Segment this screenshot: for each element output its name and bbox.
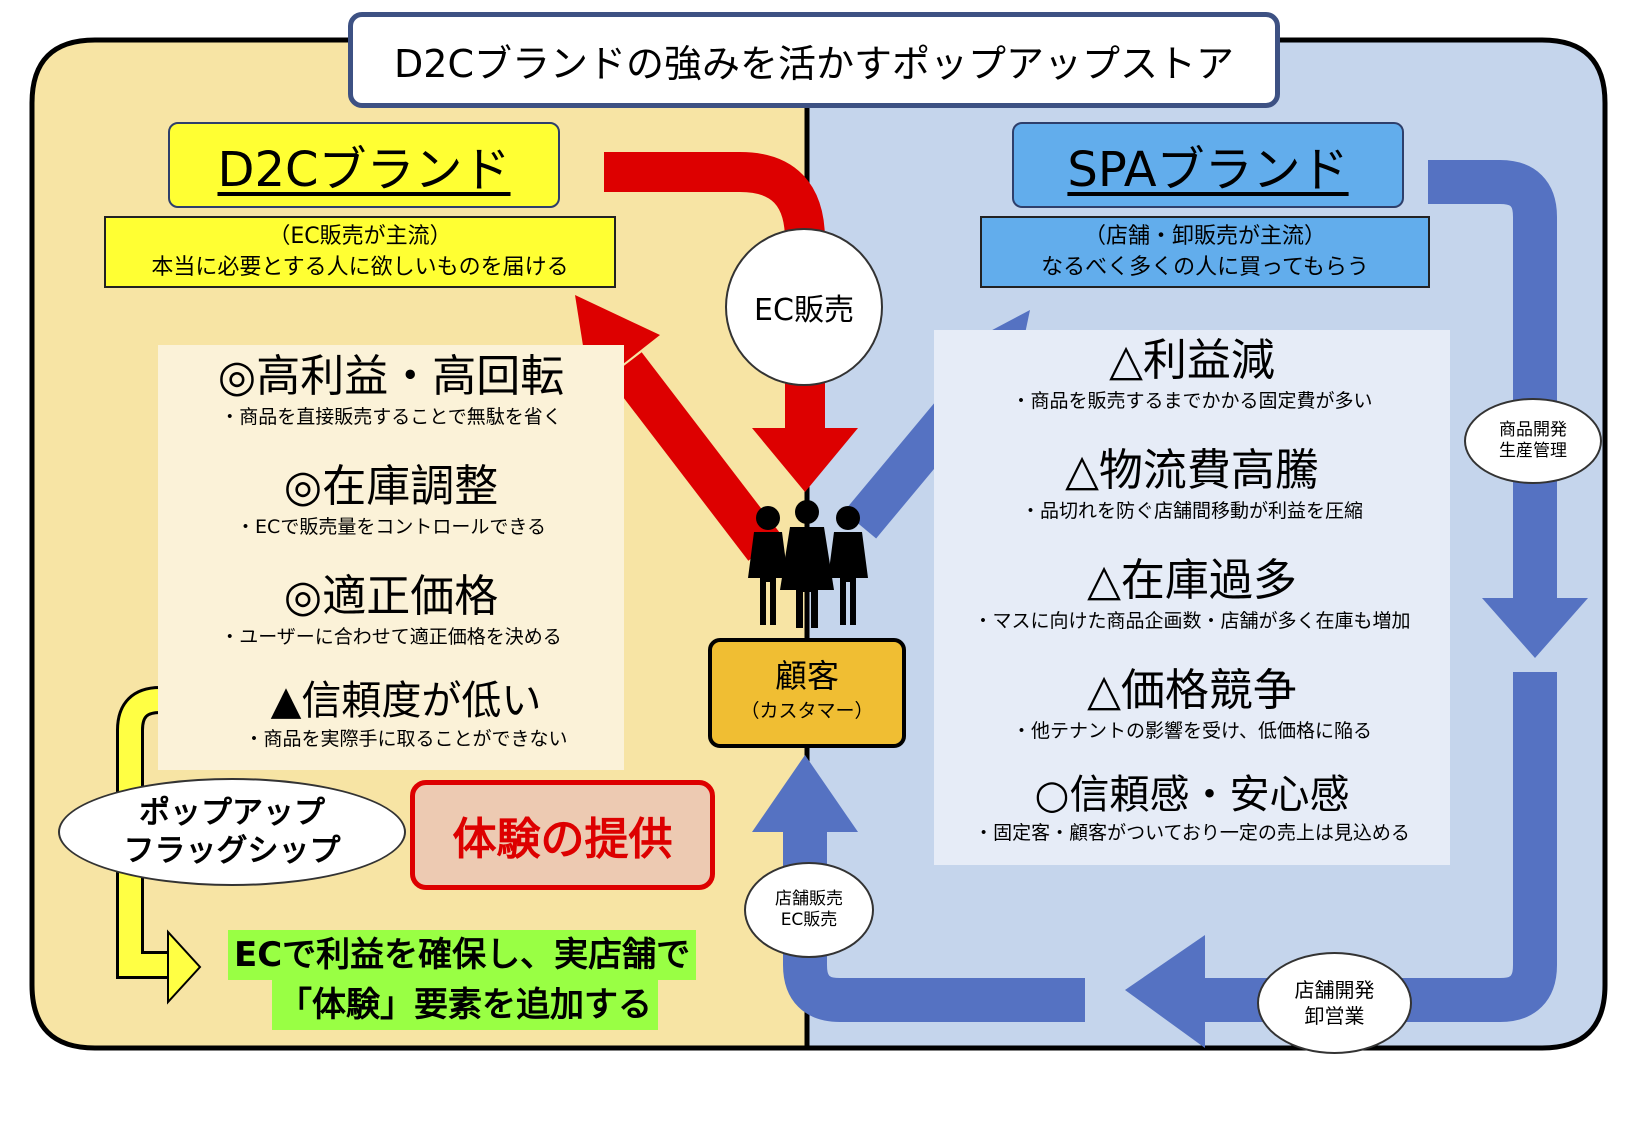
spa-item-head: △利益減 [1109, 335, 1275, 386]
spa-subtitle: （店舗・卸販売が主流） なるべく多くの人に買ってもらう [980, 216, 1430, 288]
store-dev-line1: 店舗開発 [1294, 978, 1375, 1002]
blue-loop-arrow-bottom [1200, 672, 1557, 1022]
d2c-strengths-panel [158, 345, 624, 770]
d2c-item-3: ◎適正価格 ・ユーザーに合わせて適正価格を決める [158, 570, 624, 650]
blue-loop-arrow-left [783, 830, 1085, 1022]
red-diagonal-arrow [608, 352, 782, 561]
spa-item-desc: ・品切れを防ぐ店舗間移動が利益を圧縮 [1020, 500, 1363, 522]
product-dev-ellipse: 商品開発 生産管理 [1464, 398, 1602, 484]
d2c-item-desc: ・ECで販売量をコントロールできる [236, 516, 546, 538]
spa-item-1: △利益減 ・商品を販売するまでかかる固定費が多い [934, 334, 1450, 414]
spa-item-head: △物流費高騰 [1065, 445, 1319, 496]
popup-line2: フラッグシップ [123, 833, 341, 869]
spa-subtitle-line2: なるべく多くの人に買ってもらう [1041, 255, 1369, 280]
spa-item-4: △価格競争 ・他テナントの影響を受け、低価格に陥る [934, 664, 1450, 744]
d2c-item-desc: ・商品を実際手に取ることができない [244, 728, 568, 750]
d2c-item-desc: ・ユーザーに合わせて適正価格を決める [220, 626, 562, 648]
page-title: D2Cブランドの強みを活かすポップアップストア [348, 12, 1280, 108]
d2c-item-head: ▲信頼度が低い [270, 678, 542, 724]
d2c-item-head: ◎適正価格 [283, 571, 499, 622]
d2c-item-desc: ・商品を直接販売することで無駄を省く [220, 406, 562, 428]
store-dev-line2: 卸営業 [1304, 1004, 1365, 1028]
customer-box: 顧客 （カスタマー） [708, 638, 906, 748]
spa-item-head: △価格競争 [1087, 665, 1297, 716]
spa-item-desc: ・固定客・顧客がついており一定の売上は見込める [974, 822, 1410, 844]
popup-flagship-ellipse: ポップアップ フラッグシップ [58, 778, 406, 886]
blue-loop-arrow-top [1428, 160, 1557, 600]
spa-item-2: △物流費高騰 ・品切れを防ぐ店舗間移動が利益を圧縮 [934, 444, 1450, 524]
spa-item-desc: ・商品を販売するまでかかる固定費が多い [1011, 390, 1373, 412]
conclusion-line1: ECで利益を確保し、実店舗で [228, 930, 697, 980]
d2c-item-4: ▲信頼度が低い ・商品を実際手に取ることができない [188, 676, 624, 752]
product-dev-line2: 生産管理 [1499, 441, 1567, 461]
customer-sublabel: （カスタマー） [740, 700, 874, 722]
spa-weaknesses-panel [934, 330, 1450, 865]
d2c-item-1: ◎高利益・高回転 ・商品を直接販売することで無駄を省く [158, 350, 624, 430]
d2c-item-2: ◎在庫調整 ・ECで販売量をコントロールできる [158, 460, 624, 540]
popup-line1: ポップアップ [139, 795, 325, 831]
conclusion-line2: 「体験」要素を追加する [272, 980, 658, 1030]
d2c-subtitle: （EC販売が主流） 本当に必要とする人に欲しいものを届ける [104, 216, 616, 288]
d2c-brand-label: D2Cブランド [168, 122, 560, 208]
product-dev-line1: 商品開発 [1499, 420, 1567, 440]
spa-item-head: △在庫過多 [1087, 555, 1297, 606]
d2c-item-head: ◎高利益・高回転 [217, 351, 565, 402]
experience-box: 体験の提供 [410, 780, 715, 890]
store-sales-line2: EC販売 [780, 910, 838, 930]
d2c-subtitle-line1: （EC販売が主流） [268, 224, 452, 249]
ec-sales-circle: EC販売 [725, 228, 883, 386]
d2c-item-head: ◎在庫調整 [283, 461, 499, 512]
spa-item-5: ○信頼感・安心感 ・固定客・顧客がついており一定の売上は見込める [934, 770, 1450, 846]
spa-item-head: ○信頼感・安心感 [1034, 772, 1350, 818]
customer-label: 顧客 [774, 657, 839, 695]
store-sales-line1: 店舗販売 [775, 889, 843, 909]
store-sales-ellipse: 店舗販売 EC販売 [744, 862, 874, 958]
spa-item-3: △在庫過多 ・マスに向けた商品企画数・店舗が多く在庫も増加 [934, 554, 1450, 634]
spa-subtitle-line1: （店舗・卸販売が主流） [1083, 224, 1326, 249]
store-dev-ellipse: 店舗開発 卸営業 [1257, 952, 1412, 1054]
people-icon [748, 500, 868, 628]
spa-item-desc: ・マスに向けた商品企画数・店舗が多く在庫も増加 [973, 610, 1411, 632]
spa-item-desc: ・他テナントの影響を受け、低価格に陥る [1011, 720, 1373, 742]
d2c-subtitle-line2: 本当に必要とする人に欲しいものを届ける [151, 255, 569, 280]
spa-brand-label: SPAブランド [1012, 122, 1404, 208]
